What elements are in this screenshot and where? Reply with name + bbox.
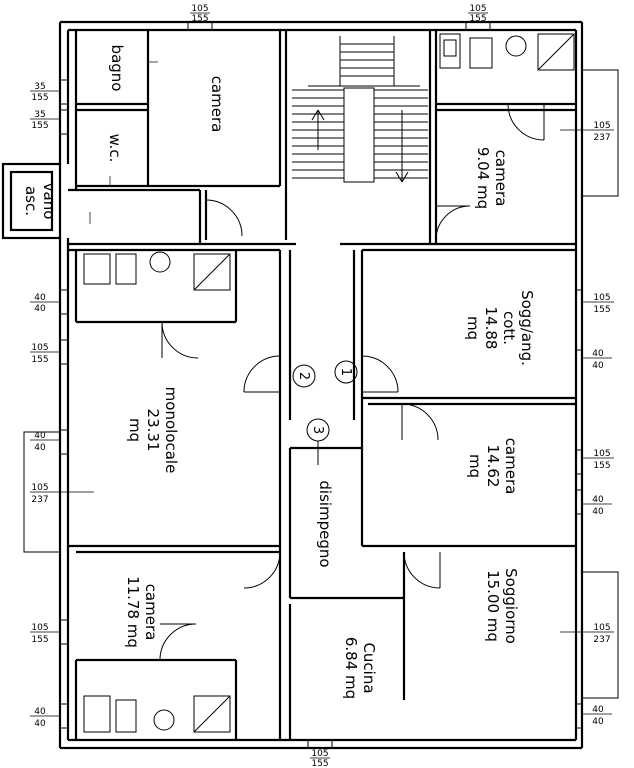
dim-top-right-155: 155	[469, 14, 486, 24]
dim-left-40-g: 40	[34, 719, 46, 729]
dim-left-40-f: 40	[34, 707, 46, 717]
label-vano-line2: asc.	[22, 186, 40, 216]
dim-left-155-c: 155	[31, 355, 48, 365]
windows-and-balconies	[23, 21, 619, 749]
unit-markers: 1 2 3	[292, 360, 358, 465]
dim-left-155-b: 155	[31, 121, 48, 131]
label-camera-e-area: 14.62	[484, 445, 502, 488]
dim-right-105-a: 105	[593, 121, 610, 131]
label-camera-sw-area: 11.78 mq	[124, 576, 142, 648]
dim-left-40-b: 40	[34, 304, 46, 314]
dimension-labels: 105 155 105 155 105 155 35 155 35 155 40…	[30, 4, 614, 768]
svg-text:3: 3	[310, 426, 325, 434]
dim-left-40-c: 40	[34, 431, 46, 441]
dim-bottom-155: 155	[311, 759, 328, 768]
label-camera-top: camera	[208, 76, 226, 133]
dim-right-40-c: 40	[592, 349, 604, 359]
dim-bottom-105: 105	[311, 749, 328, 759]
label-soggiorno-name: Soggiorno	[502, 568, 520, 644]
dim-right-155-e: 155	[593, 461, 610, 471]
label-cucina-name: Cucina	[360, 642, 378, 693]
staircase	[292, 36, 428, 183]
label-monolocale-area: 23.31	[144, 409, 162, 452]
dim-left-155-a: 155	[31, 93, 48, 103]
dim-right-155-b: 155	[593, 305, 610, 315]
dim-right-105-e: 105	[593, 449, 610, 459]
dim-right-40-g: 40	[592, 507, 604, 517]
svg-text:2: 2	[296, 372, 311, 380]
dim-right-40-d: 40	[592, 361, 604, 371]
label-monolocale-unit: mq	[126, 418, 144, 442]
label-sogg-unit: mq	[464, 316, 482, 340]
unit-marker-3: 3	[306, 418, 330, 465]
dim-right-40-i: 40	[592, 705, 604, 715]
label-camera-ne-area: 9.04 mq	[474, 147, 492, 209]
dim-left-105-d: 105	[31, 483, 48, 493]
label-disimpegno: disimpegno	[316, 480, 334, 567]
dim-left-105-c: 105	[31, 343, 48, 353]
label-camera-e-unit: mq	[466, 454, 484, 478]
dim-left-40-d: 40	[34, 443, 46, 453]
dim-right-40-j: 40	[592, 717, 604, 727]
label-sogg-name2: cott.	[500, 311, 518, 345]
label-wc: w.c.	[106, 134, 124, 163]
dim-top-left-105: 105	[191, 4, 208, 14]
label-camera-e-name: camera	[502, 438, 520, 495]
dim-top-left-155: 155	[191, 14, 208, 24]
dim-left-237-d: 237	[31, 495, 48, 505]
room-labels: bagno camera w.c. vano asc. camera 9.04 …	[22, 45, 536, 700]
unit-marker-1: 1	[334, 360, 358, 384]
dim-top-right-105: 105	[469, 4, 486, 14]
label-sogg-name1: Sogg/ang.	[518, 290, 536, 366]
bathroom-fixtures	[83, 33, 575, 733]
label-monolocale-name: monolocale	[162, 387, 180, 474]
label-cucina-area: 6.84 mq	[342, 637, 360, 699]
dim-left-40-a: 40	[34, 293, 46, 303]
elevator-shaft	[1, 162, 62, 240]
dim-left-35-b: 35	[34, 110, 45, 120]
dim-right-105-h: 105	[593, 623, 610, 633]
label-camera-sw-name: camera	[142, 584, 160, 641]
dim-right-237-h: 237	[593, 635, 610, 645]
label-soggiorno-area: 15.00 mq	[484, 570, 502, 642]
door-swings	[89, 61, 545, 661]
unit-marker-2: 2	[292, 364, 316, 388]
label-bagno: bagno	[108, 45, 126, 92]
dim-left-105-e: 105	[31, 623, 48, 633]
dim-right-40-f: 40	[592, 495, 604, 505]
dim-right-105-b: 105	[593, 293, 610, 303]
dim-left-155-e: 155	[31, 635, 48, 645]
dim-left-35-a: 35	[34, 82, 45, 92]
svg-text:1: 1	[338, 368, 353, 376]
dim-right-237-a: 237	[593, 133, 610, 143]
interior-walls	[68, 30, 576, 740]
label-camera-ne-name: camera	[492, 150, 510, 207]
label-vano-line1: vano	[40, 183, 58, 220]
label-sogg-area: 14.88	[482, 307, 500, 350]
